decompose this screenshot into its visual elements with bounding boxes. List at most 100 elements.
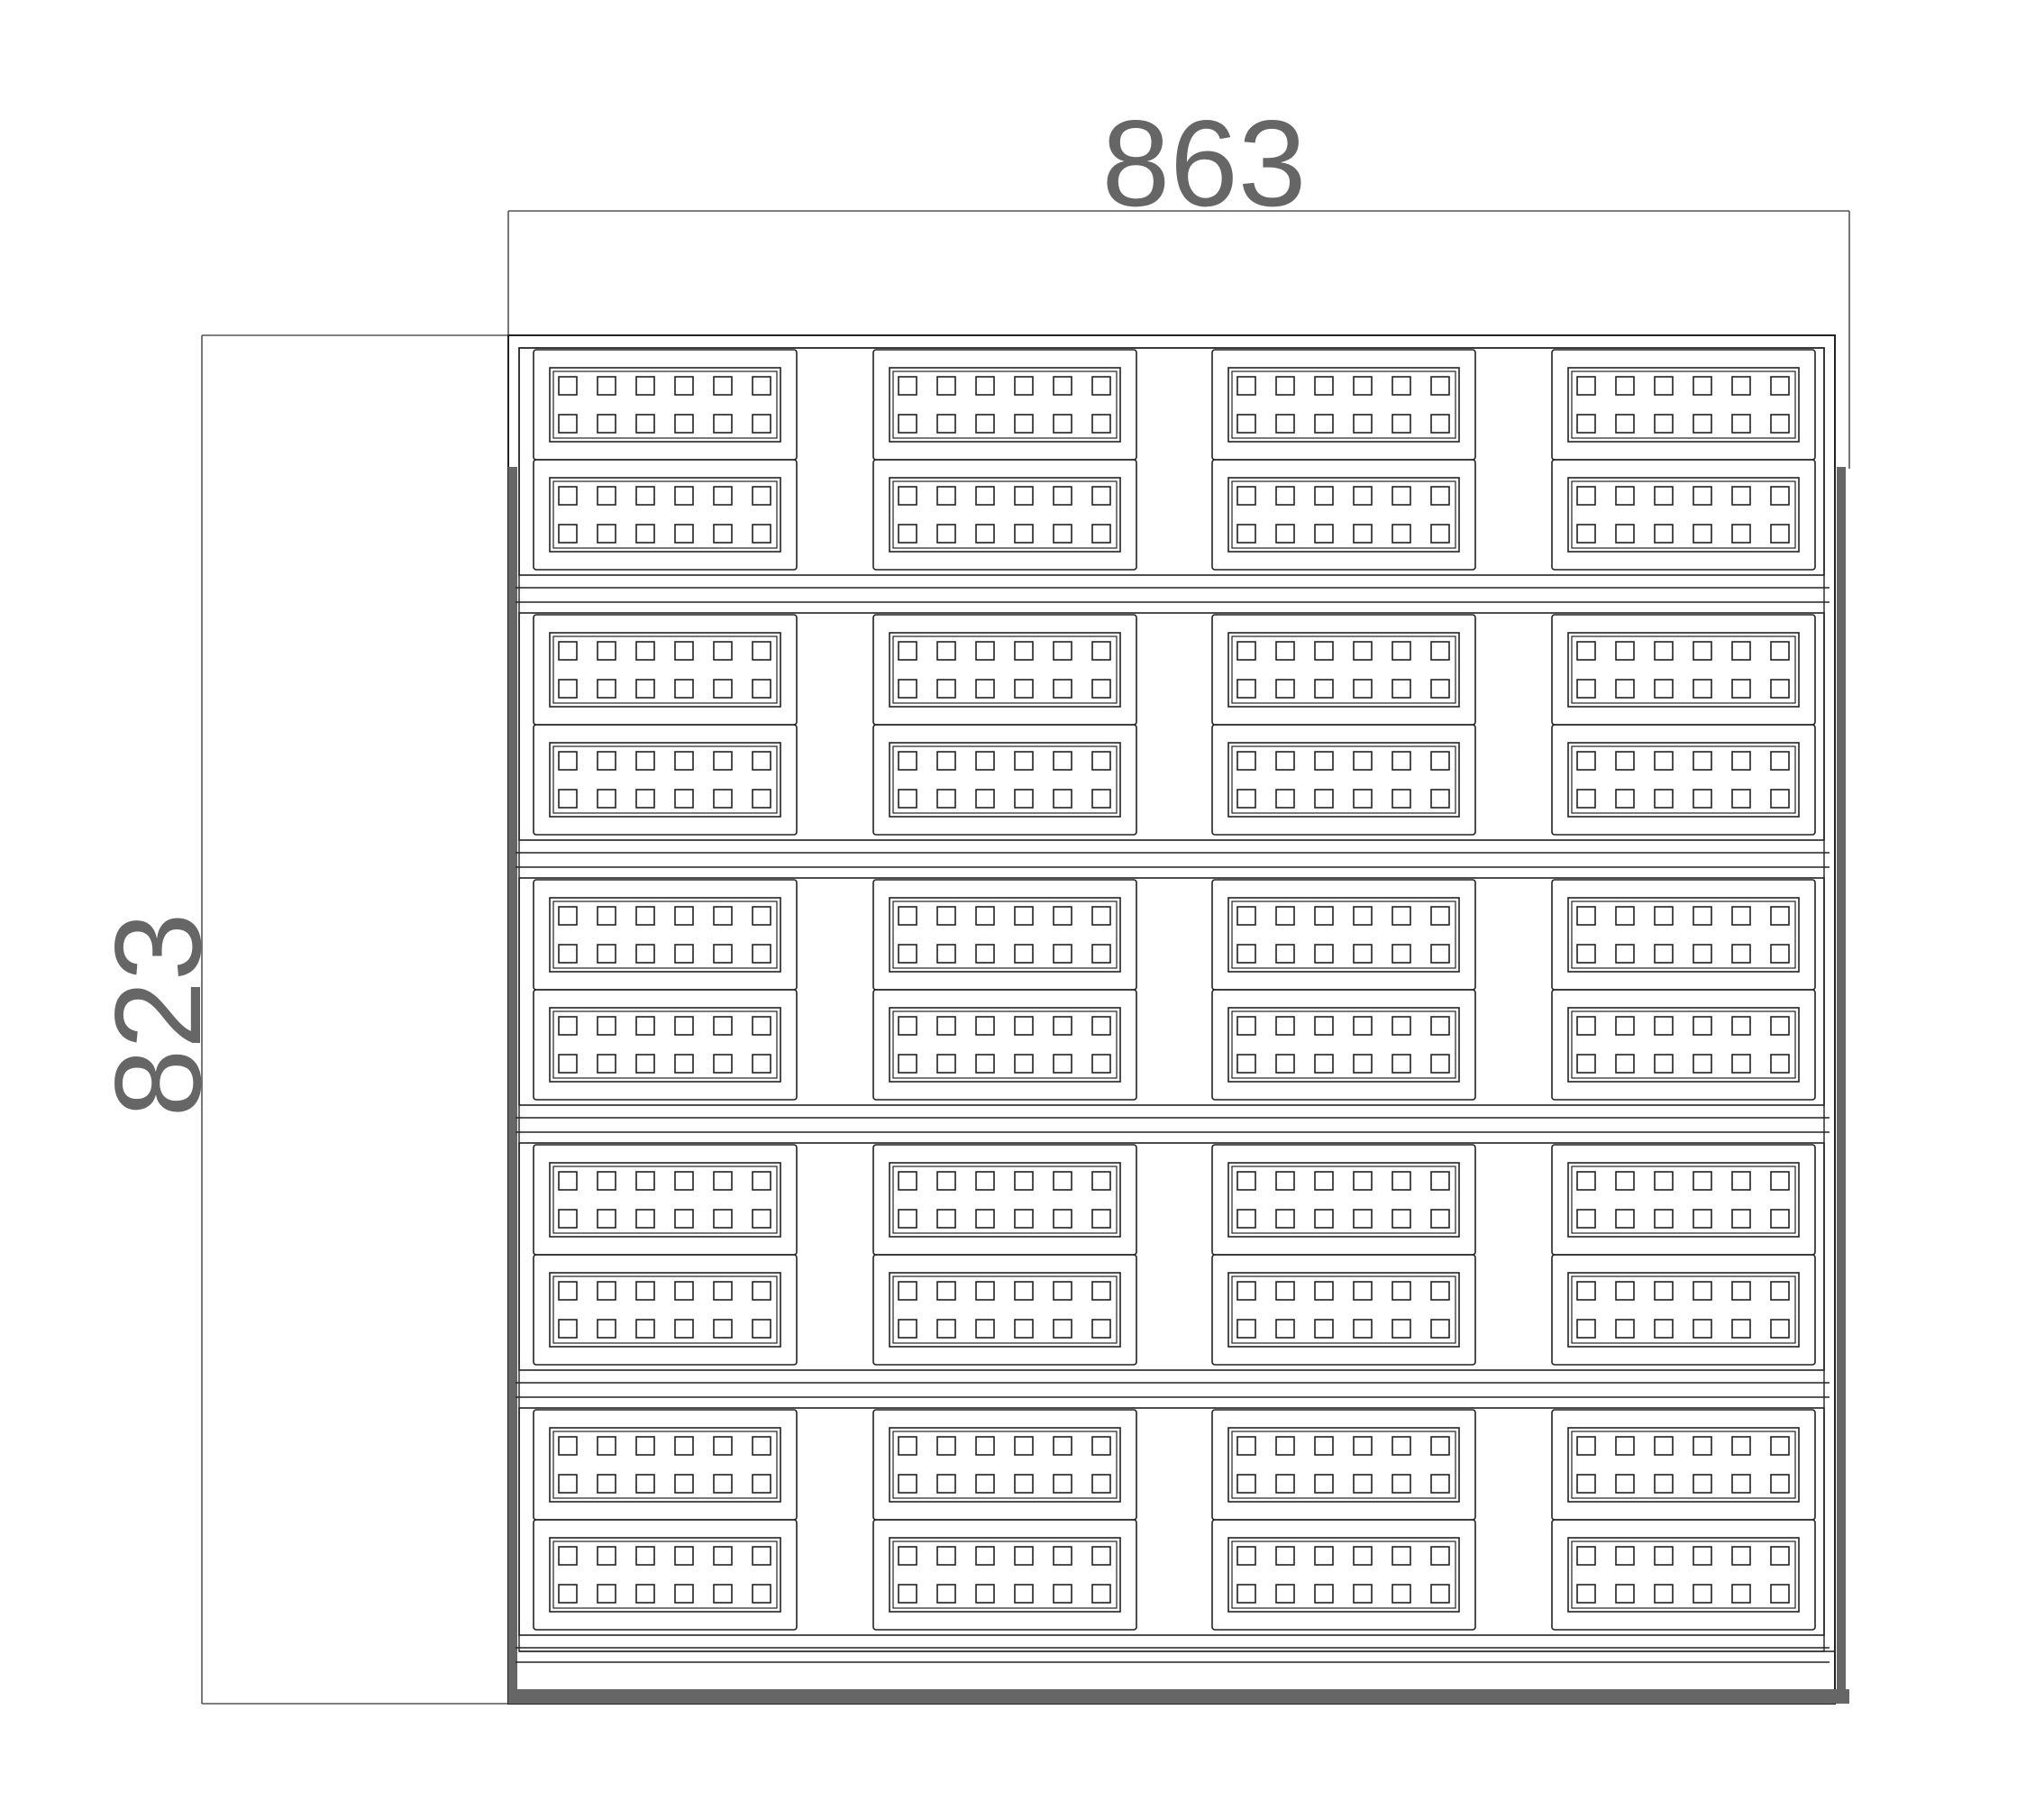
bottle-slot [936,1319,956,1339]
bottle-slot [713,1054,733,1074]
bottle-slot [1615,376,1635,396]
bottle-slot [1275,486,1295,506]
bottle-slot [752,376,771,396]
bottle-slot [597,1319,616,1339]
bottle-slot [1770,1474,1790,1494]
bottle-slot [975,414,995,434]
bottle-slot [1236,1436,1256,1456]
case-outline [872,1144,1137,1256]
case-panel [889,1007,1121,1083]
bottle-case [533,1144,798,1256]
bottle-slot [1392,641,1411,661]
bottle-slot [1615,1209,1635,1229]
bottle-slot [975,1016,995,1036]
case-outline [1211,1254,1476,1366]
bottle-slot [975,679,995,699]
bottle-slot [1693,751,1712,771]
bottle-slot [1353,376,1373,396]
bottle-slot [898,1054,917,1074]
bottle-slot [713,1209,733,1229]
case-panel-inner [892,370,1118,439]
bottle-slot [1014,376,1034,396]
bottle-slot [1693,524,1712,544]
bottle-slot [674,1171,694,1191]
bottle-case [1551,1254,1816,1366]
case-panel-inner [552,900,778,969]
bottle-slot [898,906,917,926]
bottle-slot [936,1546,956,1566]
case-outline [533,1144,798,1256]
bottle-slot [975,1209,995,1229]
bottle-slot [1275,1546,1295,1566]
bottle-slot [1053,1209,1072,1229]
case-outline [533,879,798,991]
case-panel-inner [892,1275,1118,1344]
bottle-slot [1392,679,1411,699]
bottle-slot [1053,751,1072,771]
bottle-slot [1275,1281,1295,1301]
bottle-slot [1053,641,1072,661]
bottle-slot [597,1546,616,1566]
bottle-slot [1014,1436,1034,1456]
bottle-slot [898,641,917,661]
case-outline [533,349,798,461]
case-outline [1551,1144,1816,1256]
bottle-slot [674,944,694,964]
bottle-slot [1353,906,1373,926]
case-outline [1551,1409,1816,1521]
case-panel [1567,1007,1800,1083]
bottle-slot [1275,1319,1295,1339]
bottle-slot [752,486,771,506]
bottle-slot [635,1054,655,1074]
case-outline [533,614,798,726]
bottle-slot [674,1546,694,1566]
bottle-slot [1392,1474,1411,1494]
bottle-slot [1693,1209,1712,1229]
bottle-slot [1576,1054,1596,1074]
case-outline [533,459,798,571]
bottle-slot [752,1171,771,1191]
bottle-slot [1053,1054,1072,1074]
bottle-slot [674,1016,694,1036]
bottle-slot [1770,524,1790,544]
bottle-slot [752,1474,771,1494]
bottle-slot [558,641,578,661]
bottle-slot [1615,1054,1635,1074]
bottle-slot [1731,751,1751,771]
bottle-slot [1770,679,1790,699]
bottle-slot [1693,1281,1712,1301]
bottle-slot [1693,1016,1712,1036]
bottle-slot [752,906,771,926]
bottle-slot [1693,789,1712,809]
bottle-slot [1430,789,1450,809]
bottle-slot [1615,1171,1635,1191]
bottle-case [1551,1409,1816,1521]
bottle-slot [597,486,616,506]
bottle-slot [1770,1584,1790,1604]
bottle-slot [1091,1016,1111,1036]
bottle-slot [1236,1171,1256,1191]
bottle-slot [1430,751,1450,771]
bottle-slot [1615,1436,1635,1456]
case-panel-inner [1231,1540,1456,1609]
bottle-slot [635,1209,655,1229]
case-panel [889,1427,1121,1503]
case-panel [889,897,1121,973]
case-outline [872,349,1137,461]
bottle-slot [1053,679,1072,699]
height-dimension-label: 823 [89,913,226,1118]
case-panel [1567,1162,1800,1238]
bottle-slot [1091,1171,1111,1191]
bottle-slot [1353,1171,1373,1191]
case-panel [1227,897,1460,973]
bottle-slot [1731,1474,1751,1494]
dimension-lines [201,210,1850,1705]
bottle-slot [1430,944,1450,964]
bottle-slot [1275,376,1295,396]
bottle-slot [558,906,578,926]
case-outline [872,989,1137,1101]
bottle-slot [1654,679,1674,699]
bottle-slot [1236,1319,1256,1339]
bottle-slot [1236,376,1256,396]
bottle-slot [635,751,655,771]
